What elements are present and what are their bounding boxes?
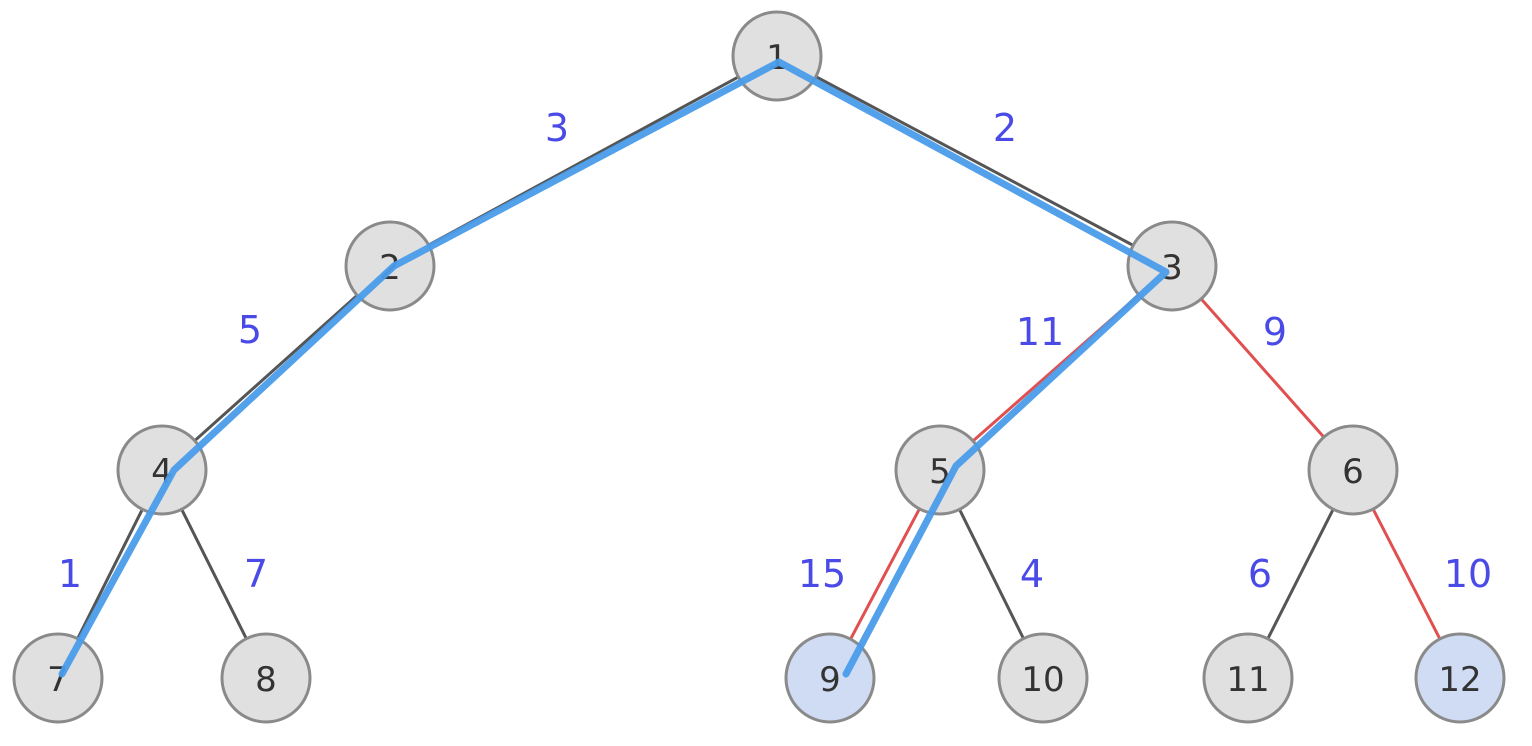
edge-weight-6-12: 10 [1444, 552, 1492, 596]
node-circle-7 [12, 632, 104, 724]
edge-weight-5-10: 4 [1020, 552, 1044, 596]
node-circle-12 [1414, 632, 1506, 724]
node-11: 11 [1202, 632, 1294, 724]
edge-weight-6-11: 6 [1248, 552, 1272, 596]
node-1: 1 [731, 10, 823, 102]
edge-weights-layer: 3 2 5 11 9 1 7 15 4 6 10 [58, 106, 1492, 596]
node-6: 6 [1307, 424, 1399, 516]
edge-weight-3-5: 11 [1016, 310, 1064, 354]
edge-weight-2-4: 5 [238, 308, 262, 352]
edge-weight-3-6: 9 [1263, 310, 1287, 354]
node-circle-4 [116, 424, 208, 516]
edge-weight-4-8: 7 [244, 552, 268, 596]
node-label-8: 8 [255, 660, 277, 700]
node-circle-5 [894, 424, 986, 516]
edge-weight-1-2: 3 [545, 106, 569, 150]
node-label-9: 9 [819, 660, 841, 700]
node-circle-11 [1202, 632, 1294, 724]
edge-1-3 [776, 54, 1173, 268]
node-label-6: 6 [1342, 452, 1364, 492]
node-label-12: 12 [1438, 660, 1481, 700]
edge-weight-4-7: 1 [58, 552, 82, 596]
edge-weight-5-9: 15 [798, 552, 846, 596]
node-8: 8 [220, 632, 312, 724]
edge-weight-1-3: 2 [993, 106, 1017, 150]
node-label-11: 11 [1226, 660, 1269, 700]
node-circle-10 [997, 632, 1089, 724]
node-12: 12 [1414, 632, 1506, 724]
node-label-1: 1 [766, 38, 788, 78]
node-circle-6 [1307, 424, 1399, 516]
highlighted-path-line [58, 58, 1170, 678]
node-10: 10 [997, 632, 1089, 724]
node-4: 4 [116, 424, 208, 516]
node-7: 7 [12, 632, 104, 724]
node-circle-8 [220, 632, 312, 724]
node-label-10: 10 [1021, 660, 1064, 700]
highlighted-path-layer [58, 58, 1170, 678]
node-label-3: 3 [1161, 248, 1183, 288]
node-5: 5 [894, 424, 986, 516]
edge-2-4 [160, 264, 392, 472]
